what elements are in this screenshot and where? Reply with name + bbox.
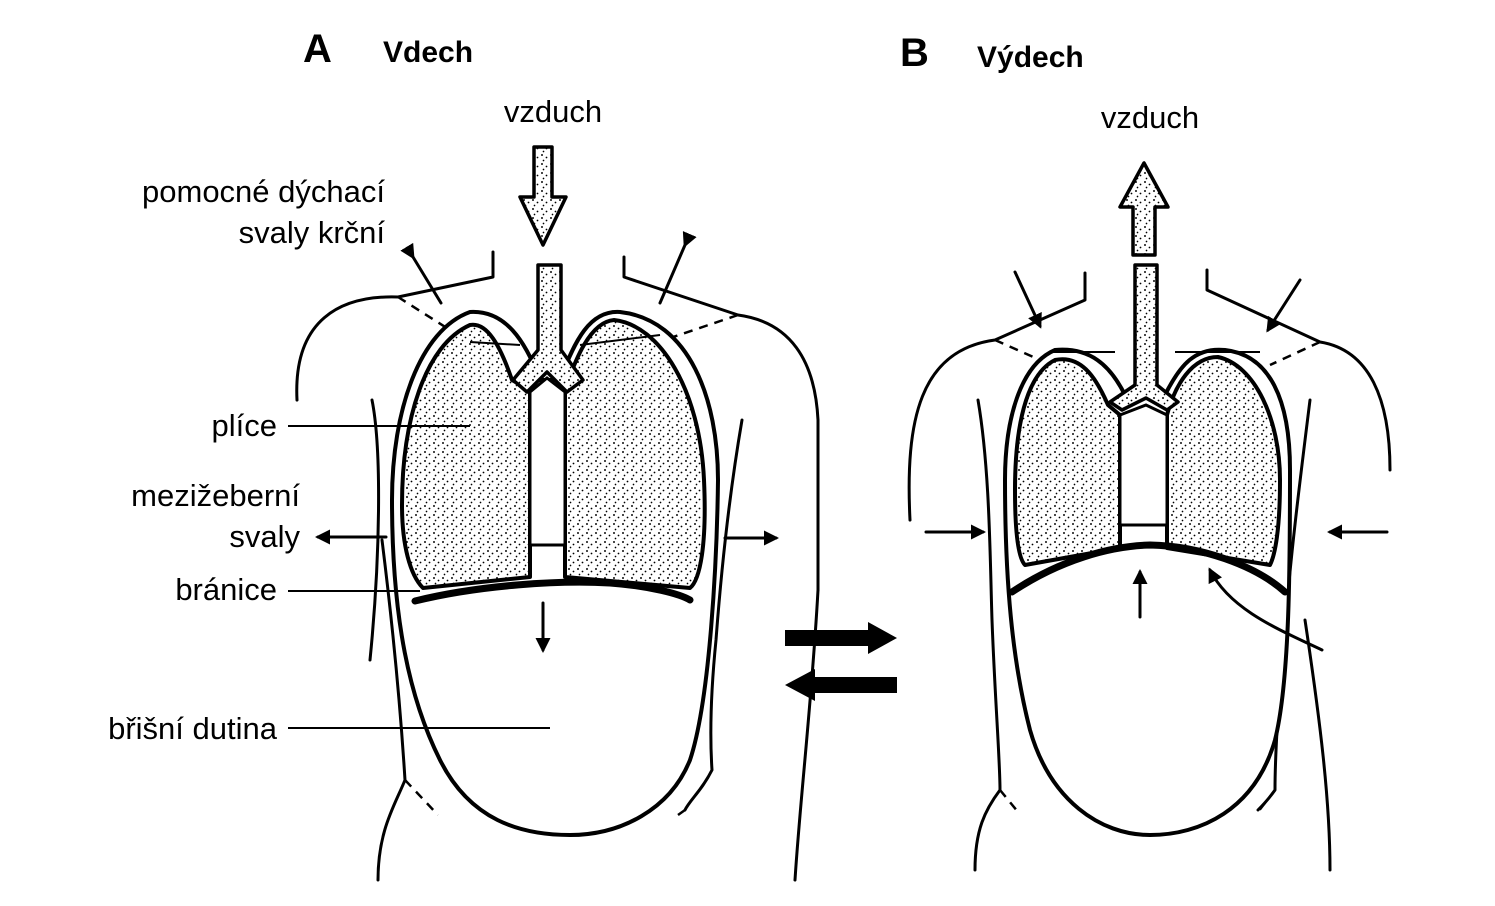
neck-arrow-left-b [1013, 270, 1042, 329]
side-line-left-lower-a [376, 538, 407, 882]
panel-a-air-label: vzduch [504, 94, 602, 129]
mediastinum-b [1118, 403, 1169, 527]
right-lung-b [1165, 355, 1282, 567]
neck-arrow-right-a [658, 231, 697, 305]
left-lung-a [400, 322, 532, 590]
clavicle-dash-right-b [1269, 340, 1321, 367]
left-lung-b [1013, 357, 1122, 567]
side-line-left-b [973, 398, 1002, 872]
air-out-arrow [1118, 161, 1170, 257]
diaphragm-pointer-arrow-b [1208, 567, 1324, 652]
panel-b-title: Výdech [977, 41, 1084, 74]
torso-outline-right-b [1205, 268, 1392, 472]
neck-muscles-label-line1: pomocné dýchací [142, 174, 385, 209]
diaphragm-a [411, 578, 694, 605]
hip-dash-right-a [677, 808, 686, 817]
right-lung-a [563, 318, 707, 590]
trachea-a [511, 263, 585, 394]
panel-b-air-label: vzduch [1101, 100, 1199, 135]
torso-outline-left-b [907, 271, 1087, 522]
clavicle-dash-right-a [669, 313, 739, 340]
torso-outline-right-a [622, 255, 820, 592]
neck-muscles-label-line2: svaly krční [239, 215, 386, 250]
rib-line-left-a [469, 341, 521, 346]
hip-dash-left-b [999, 789, 1019, 813]
panel-b-letter: B [900, 31, 929, 75]
hip-dash-right-b [1257, 789, 1276, 813]
clavicle-dash-left-a [397, 295, 451, 332]
trachea-b [1108, 263, 1180, 412]
mediastinum-a [528, 376, 567, 547]
reversible-arrows-icon [785, 622, 897, 701]
torso-outline-left-a [295, 250, 495, 402]
panel-a-title: Vdech [383, 36, 473, 69]
diaphragm-label: bránice [175, 572, 277, 607]
abdominal-cavity-label: břišní dutina [108, 711, 278, 746]
air-in-arrow [518, 145, 568, 247]
neck-arrow-left-a [400, 242, 443, 305]
side-line-right-outer-b [1303, 618, 1332, 872]
lungs-label: plíce [212, 408, 277, 443]
rib-line-right-a [579, 334, 661, 346]
hip-dash-left-a [404, 779, 439, 816]
panel-b: B Výdech vzduch [900, 31, 1392, 872]
intercostal-label-line1: mezižeberní [131, 478, 300, 513]
panel-a: A Vdech vzduch [108, 27, 820, 882]
neck-arrow-right-b [1266, 278, 1302, 333]
side-line-right-a [683, 418, 744, 812]
clavicle-dash-left-b [994, 338, 1041, 362]
diaphragm-b [1008, 541, 1289, 596]
panel-a-letter: A [303, 27, 332, 71]
intercostal-label-line2: svaly [229, 519, 300, 554]
side-line-left-a [368, 398, 381, 662]
